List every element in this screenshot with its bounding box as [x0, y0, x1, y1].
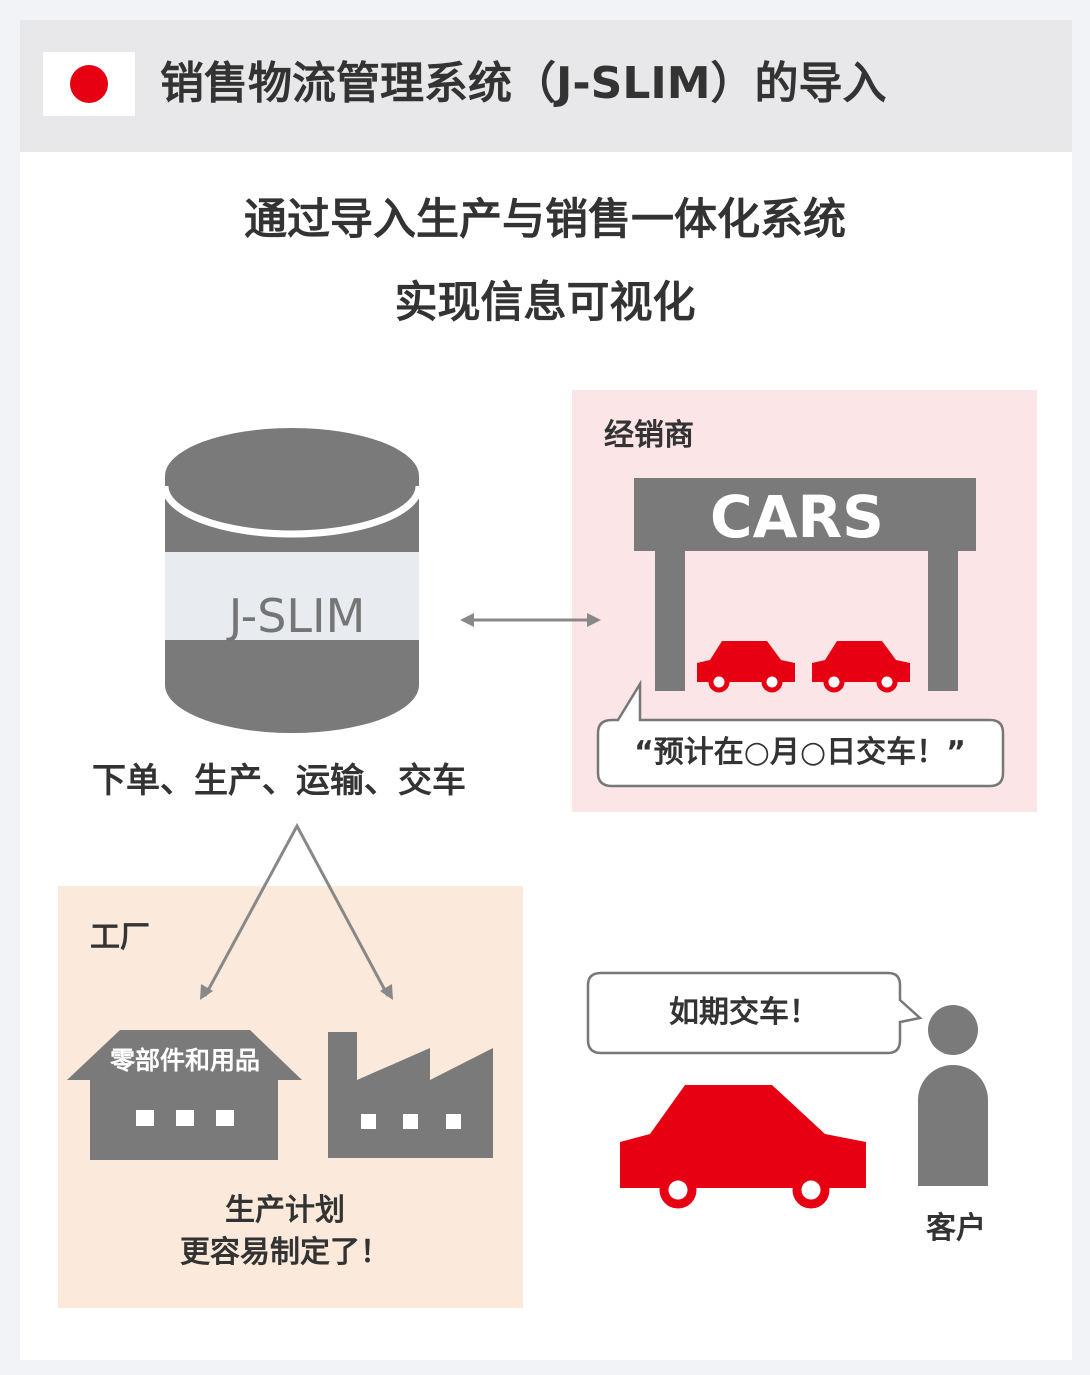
factory-caption-line-1: 生产计划 — [225, 1193, 345, 1228]
japan-flag-icon — [43, 52, 135, 116]
flag-red-circle — [70, 65, 108, 103]
factory-caption-line-2: 更容易制定了！ — [180, 1235, 390, 1270]
dealer-sign: CARS — [710, 483, 884, 551]
header-bar — [20, 20, 1072, 152]
customer-speech-text: 如期交车！ — [669, 995, 819, 1030]
factory-label: 工厂 — [90, 920, 150, 955]
split-arrow — [200, 822, 393, 1000]
sync-arrow — [460, 613, 601, 627]
customer-person-icon — [918, 1005, 988, 1186]
customer-label: 客户 — [926, 1211, 986, 1246]
dealer-label: 经销商 — [604, 418, 694, 453]
headline-line-1: 通过导入生产与销售一体化系统 — [244, 195, 846, 245]
database-label: J-SLIM — [226, 589, 366, 643]
factory-icon — [328, 1032, 493, 1158]
dealer-speech-bubble — [596, 679, 1005, 788]
factory-caption: 生产计划 更容易制定了！ — [120, 1190, 450, 1274]
headline-line-2: 实现信息可视化 — [394, 278, 696, 328]
warehouse-icon: 零部件和用品 — [67, 1030, 302, 1160]
page-title: 销售物流管理系统（J-SLIM）的导入 — [160, 58, 887, 109]
dealership-icon: CARS — [634, 478, 976, 691]
database-caption: 下单、生产、运输、交车 — [92, 761, 466, 801]
car-icon-small-1 — [697, 641, 795, 693]
dealer-speech-text: “预计在○月○日交车！” — [634, 735, 966, 770]
database-icon: J-SLIM — [161, 428, 423, 733]
customer-speech-bubble — [586, 971, 923, 1055]
warehouse-label: 零部件和用品 — [109, 1046, 260, 1075]
car-icon-small-2 — [812, 641, 910, 693]
car-icon-large — [620, 1085, 866, 1209]
